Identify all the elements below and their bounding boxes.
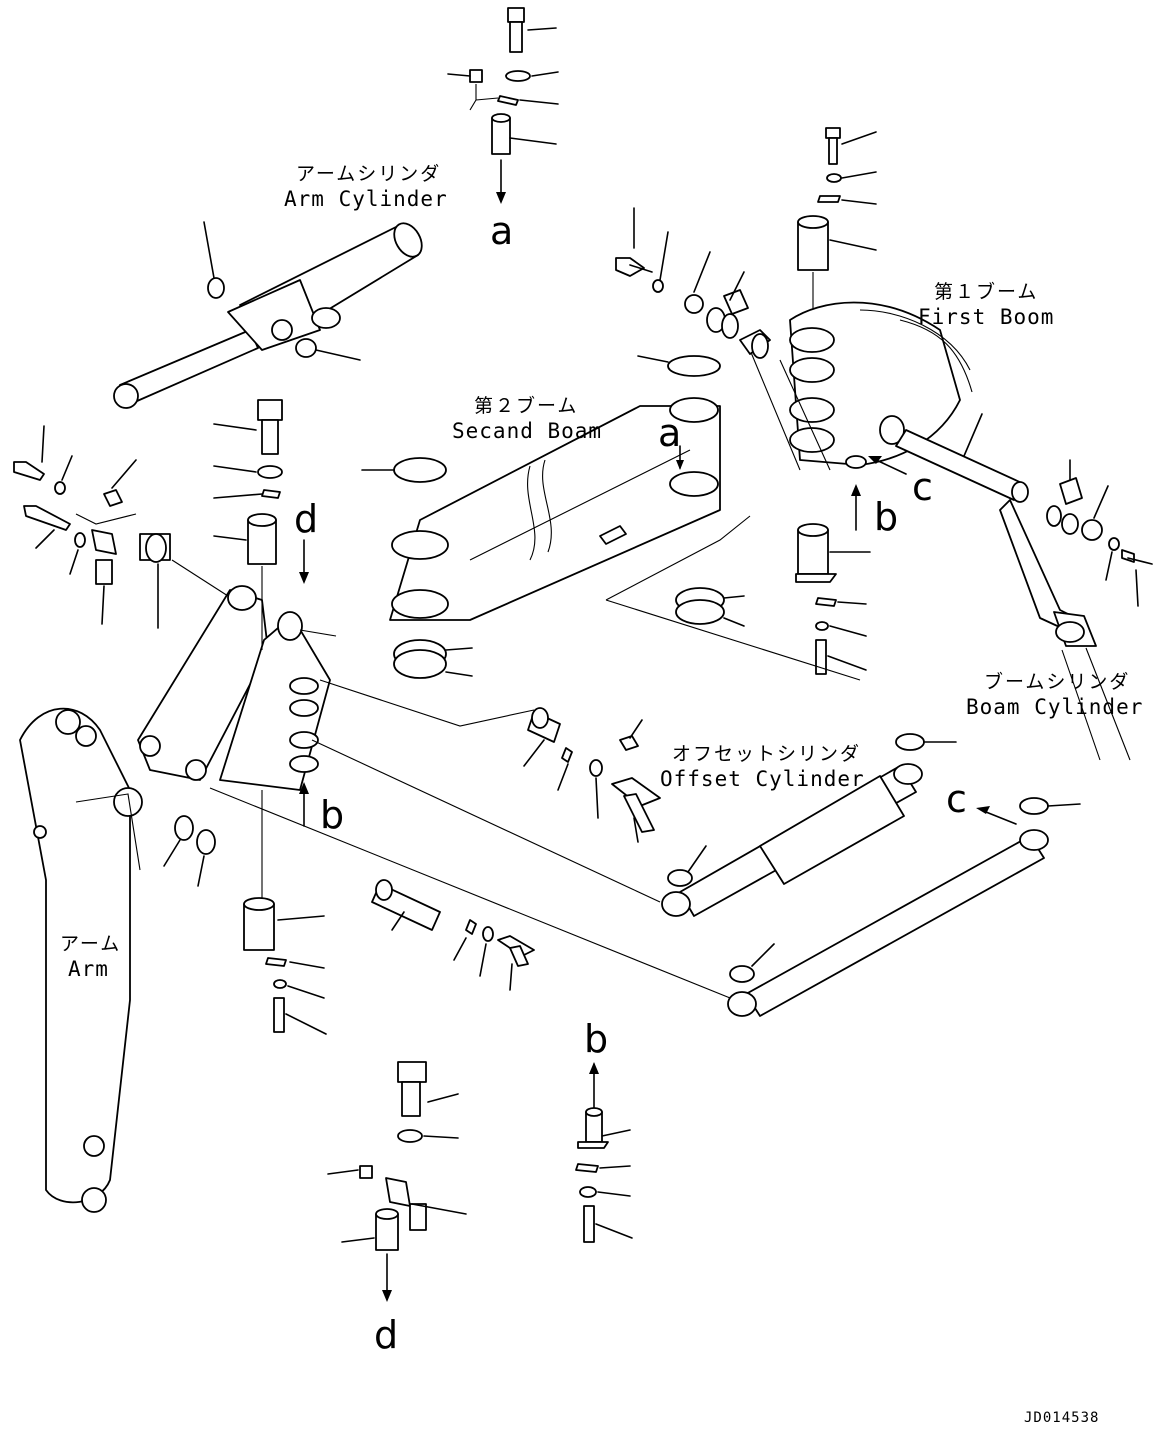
second-boom: [361, 355, 861, 681]
bottom-pin-stack-b: [575, 1062, 633, 1243]
boom-cylinder: [895, 413, 1153, 761]
boom-cylinder-label: Boam Cylinder: [966, 695, 1143, 719]
bottom-pin-stack-d: [327, 1061, 467, 1302]
first-boom-lower-pin: [795, 484, 871, 675]
second-boom-label: Secand Boam: [452, 419, 602, 443]
first-boom-side-parts: [615, 207, 749, 339]
arm-jp-label: アーム: [60, 933, 121, 955]
first-boom-jp-label: 第１ブーム: [934, 280, 1038, 303]
offset-cylinder: [209, 733, 957, 1003]
center-pin-stack-d: [213, 399, 309, 827]
top-pin-stack: [447, 7, 559, 204]
ref-b-first-boom: b: [874, 495, 898, 539]
first-boom-pin-stack: [797, 127, 877, 318]
ref-c-first-boom: c: [912, 465, 933, 509]
first-boom-label: First Boom: [918, 305, 1054, 329]
ref-c-lower: c: [946, 777, 967, 821]
boom-cylinder-jp-label: ブームシリンダ: [984, 670, 1130, 693]
ref-b-bottom: b: [584, 1017, 608, 1061]
arm-cylinder-label: Arm Cylinder: [284, 187, 448, 211]
arm-label: Arm: [68, 957, 109, 981]
lower-cylinder-link: [727, 797, 1081, 1017]
arm-link-pin: [371, 879, 535, 991]
ref-a-top: a: [490, 209, 513, 253]
second-boom-jp-label: 第２ブーム: [474, 394, 578, 417]
drawing-code: JD014538: [1024, 1410, 1099, 1426]
lower-pin-stack: [243, 790, 327, 1035]
left-bolt-parts: [13, 425, 229, 629]
first-boom: [739, 301, 973, 471]
ref-b-arm: b: [320, 793, 344, 837]
arm-link-bracket: [137, 585, 337, 791]
ref-a-second-boom: a: [658, 411, 681, 455]
arm-cylinder: [113, 221, 423, 409]
arm-cylinder-jp-label: アームシリンダ: [296, 163, 441, 185]
arrow-c-first-boom: [868, 456, 907, 475]
ref-d-bottom: d: [374, 1313, 398, 1357]
offset-cylinder-label: Offset Cylinder: [660, 767, 865, 791]
ref-d-center: d: [294, 497, 318, 541]
arm: [19, 707, 216, 1213]
offset-cylinder-jp-label: オフセットシリンダ: [672, 743, 861, 765]
offset-cylinder-pin: [319, 679, 661, 843]
